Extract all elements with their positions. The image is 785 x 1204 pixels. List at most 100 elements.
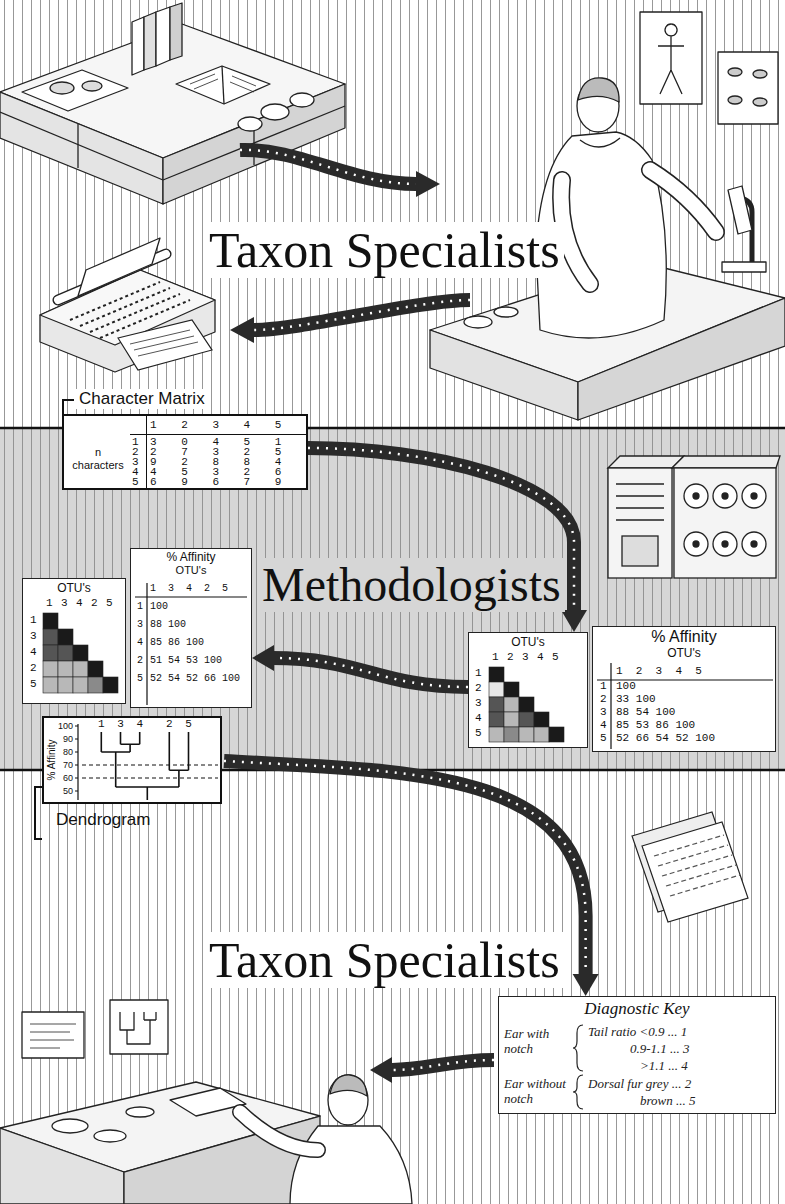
flow-connector (252, 645, 468, 687)
cell (43, 677, 58, 693)
specimen-desk (0, 3, 345, 204)
computer-part (674, 468, 776, 578)
computer (608, 456, 780, 578)
specimen-desk-part (222, 66, 224, 104)
specialist-at-microscope-part (561, 180, 590, 284)
specialist-at-microscope-part (494, 307, 518, 317)
flow-arrow-part (392, 1060, 494, 1070)
node-title: Character Matrix (76, 389, 208, 409)
connector-band (272, 658, 468, 687)
typewriter (40, 238, 215, 372)
specialist-at-desk-part (120, 1012, 156, 1044)
specialist-at-microscope-part (658, 24, 684, 94)
matrix-table (62, 414, 308, 490)
loose-sheet-part (130, 330, 198, 356)
cell (489, 727, 504, 742)
specialist-at-microscope-part (580, 138, 620, 147)
dendrogram-frame (42, 716, 222, 804)
cell (504, 682, 519, 697)
shaded-cells (23, 579, 127, 705)
computer-part (751, 541, 757, 547)
computer-part (713, 532, 737, 556)
specialist-at-microscope-part (753, 70, 767, 78)
specialist-at-microscope-part (464, 316, 492, 328)
cell (73, 661, 88, 677)
specialist-at-microscope-part (718, 52, 778, 124)
key-braces-part (573, 1025, 583, 1071)
diagnostic-key-card: Diagnostic Key (498, 996, 776, 1114)
arrow-head (561, 610, 587, 632)
dendrogram: Dendrogram (42, 716, 224, 844)
node-subtitle: OTU's (176, 564, 207, 577)
computer-part (684, 484, 708, 508)
specimen-desk-part (82, 81, 102, 91)
specialist-at-desk-part (110, 1000, 168, 1054)
loose-sheet (118, 320, 212, 370)
cell (103, 677, 118, 693)
flow-arrow-part (392, 1060, 494, 1070)
specialist-at-desk-part (240, 1112, 318, 1150)
cell (73, 677, 88, 693)
node-title: % Affinity (166, 550, 215, 564)
shaded-matrix-card: OTU's (22, 578, 126, 704)
table-rules-part (597, 663, 773, 749)
table-rules (593, 627, 777, 753)
band: Taxon SpecialistsDiagnostic Key (0, 770, 785, 1204)
node-title: Taxon Specialists (205, 932, 564, 988)
computer-part (693, 541, 699, 547)
typewriter-part (40, 270, 215, 372)
shaded-matrix-card: OTU's (468, 632, 588, 748)
node-title: OTU's (57, 581, 91, 595)
specimen-desk-part (132, 17, 144, 75)
specimen-desk-part (77, 124, 78, 168)
specimen-desk-part (0, 92, 163, 204)
node-title: OTU's (511, 635, 545, 649)
specimen-desk-part (156, 7, 170, 66)
node-subtitle: OTU's (667, 646, 701, 660)
computer-part (684, 532, 708, 556)
specimen-desk-part (190, 74, 256, 92)
dendrogram-tree-part (82, 765, 218, 778)
flow-arrow (370, 1057, 494, 1083)
specimen-desk-part (170, 3, 182, 60)
specialist-at-microscope-part (650, 170, 716, 232)
dendrogram-tree (42, 716, 224, 806)
node-title: Methodologists (258, 558, 565, 612)
node-title: % Affinity (651, 628, 717, 646)
computer-part (751, 493, 757, 499)
specialist-at-desk-part (328, 1075, 368, 1125)
key-braces-part (573, 1075, 583, 1109)
specialist-at-microscope-part (722, 262, 766, 272)
specimen-desk-part (176, 66, 270, 104)
matrix-rule (130, 434, 306, 435)
flow-arrow-part (416, 171, 440, 197)
specialist-at-microscope-part (650, 170, 716, 232)
specimen-desk-part (50, 82, 74, 94)
flow-arrow (230, 300, 470, 343)
cell (43, 613, 58, 629)
computer-part (742, 484, 766, 508)
specialist-at-microscope-part (430, 330, 578, 420)
band: Taxon Specialists (0, 0, 785, 428)
computer-part (742, 532, 766, 556)
computer-part (693, 493, 699, 499)
matrix-rule (146, 416, 147, 488)
printout-stack (632, 812, 748, 922)
specialist-at-desk-part (22, 1012, 84, 1058)
dendrogram-bracket (34, 786, 42, 840)
specimen-desk-part (238, 117, 262, 131)
affinity-table-card: % AffinityOTU's (592, 626, 776, 752)
flow-arrow-part (254, 300, 470, 330)
specialist-at-desk (0, 1000, 412, 1204)
cell (504, 712, 519, 727)
cell (519, 712, 534, 727)
loose-sheet-part (118, 320, 212, 370)
affinity-table-card: % AffinityOTU's (130, 548, 252, 708)
specialist-at-desk-part (52, 1119, 88, 1133)
specialist-at-microscope (430, 12, 785, 420)
cell (549, 727, 564, 742)
table-rules-part (135, 583, 247, 705)
